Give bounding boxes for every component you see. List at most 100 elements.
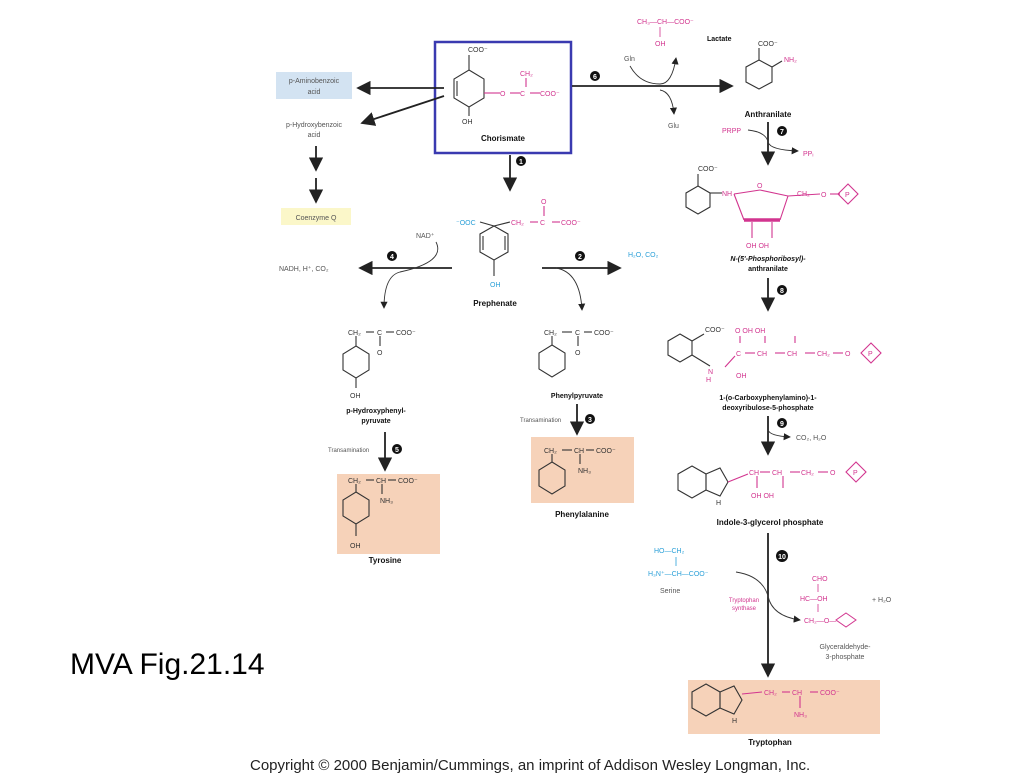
svg-text:OH: OH	[350, 393, 361, 400]
svg-text:O: O	[377, 350, 383, 357]
phenylalanine-label: Phenylalanine	[555, 510, 609, 519]
svg-text:COO⁻: COO⁻	[540, 91, 560, 98]
svg-text:O: O	[830, 470, 836, 477]
pr-anthranilate-label-2: anthranilate	[748, 266, 788, 273]
svg-text:CH₃—CH—COO⁻: CH₃—CH—COO⁻	[637, 19, 694, 26]
svg-text:O: O	[757, 183, 763, 190]
svg-text:CH₂: CH₂	[544, 330, 557, 337]
svg-text:O: O	[500, 91, 506, 98]
svg-text:H₃N⁺—CH—COO⁻: H₃N⁺—CH—COO⁻	[648, 570, 709, 578]
svg-text:6: 6	[593, 74, 597, 81]
svg-text:⁻OOC: ⁻OOC	[456, 220, 476, 227]
svg-text:7: 7	[780, 129, 784, 136]
transamination-label-3: Transamination	[520, 418, 561, 424]
prephenate-label: Prephenate	[473, 299, 517, 308]
svg-text:CHO: CHO	[812, 576, 828, 583]
gln-label: Gln	[624, 56, 635, 63]
coenzyme-q-box	[281, 208, 351, 225]
svg-text:9: 9	[780, 421, 784, 428]
svg-text:C: C	[377, 330, 382, 337]
chorismate-structure	[453, 55, 540, 116]
step-badge-7: 7	[777, 126, 787, 136]
g3p-label-2: 3-phosphate	[826, 654, 865, 661]
tryptophan-structure	[691, 683, 818, 717]
svg-text:CH₂: CH₂	[801, 470, 814, 477]
svg-text:COO⁻: COO⁻	[468, 47, 488, 54]
svg-text:CH: CH	[574, 448, 584, 455]
serine-structure: HO—CH₂ H₃N⁺—CH—COO⁻	[648, 548, 709, 578]
paba-box	[276, 72, 352, 99]
h2o-co2-label: H₂O, CO₂	[628, 252, 659, 259]
phba-label-2: acid	[308, 132, 321, 139]
svg-text:4: 4	[390, 254, 394, 261]
svg-text:5: 5	[395, 447, 399, 454]
svg-text:CH₂: CH₂	[348, 330, 361, 337]
phenylpyruvate-label: Phenylpyruvate	[551, 393, 603, 400]
svg-text:OH: OH	[490, 282, 501, 289]
svg-text:NH₃: NH₃	[794, 712, 807, 719]
tryptophan-synthase-label-2: synthase	[732, 606, 757, 612]
prpp-curve	[747, 129, 799, 155]
step-badge-5: 5	[392, 444, 402, 454]
svg-text:P: P	[845, 192, 850, 199]
svg-text:CH₂—O—: CH₂—O—	[804, 618, 836, 625]
svg-text:10: 10	[778, 554, 786, 561]
tryptophan-box	[688, 680, 880, 734]
co2-curve	[767, 429, 791, 441]
nadh-co2-label: NADH, H⁺, CO₂	[279, 265, 329, 273]
copyright-notice: Copyright © 2000 Benjamin/Cummings, an i…	[250, 757, 811, 774]
p-hydroxyphenylpyruvate-label-2: pyruvate	[361, 418, 390, 425]
svg-text:OH: OH	[350, 543, 361, 550]
svg-text:H: H	[706, 377, 711, 384]
svg-text:P: P	[868, 351, 873, 358]
pr-anthranilate-structure	[685, 174, 859, 238]
chorismate-label: Chorismate	[481, 134, 526, 143]
glu-curve	[659, 89, 678, 115]
svg-text:CH: CH	[757, 351, 767, 358]
svg-text:OH OH: OH OH	[746, 243, 769, 250]
coenzyme-q-label: Coenzyme Q	[296, 215, 337, 222]
svg-text:CH₂: CH₂	[797, 191, 810, 198]
cdrp-label-2: deoxyribulose-5-phosphate	[722, 405, 814, 412]
svg-text:COO⁻: COO⁻	[396, 330, 416, 337]
step-badge-6: 6	[590, 71, 600, 81]
cdrp-structure	[667, 333, 882, 368]
svg-text:O: O	[845, 351, 851, 358]
lactate-label: Lactate	[707, 36, 732, 43]
arrow-to-phba	[360, 95, 445, 126]
step-badge-8: 8	[777, 285, 787, 295]
svg-text:COO⁻: COO⁻	[698, 166, 718, 173]
paba-label-1: p-Aminobenzoic	[289, 78, 340, 85]
svg-text:CH₂: CH₂	[511, 220, 524, 227]
phenylalanine-structure	[538, 449, 594, 495]
svg-text:OH: OH	[462, 119, 473, 126]
tyrosine-structure	[342, 479, 396, 536]
svg-text:C: C	[736, 351, 741, 358]
step-badge-3: 3	[585, 414, 595, 424]
svg-text:CH: CH	[787, 351, 797, 358]
svg-text:COO⁻: COO⁻	[594, 330, 614, 337]
pr-anthranilate-label-1: N-(5'-Phosphoribosyl)-	[730, 256, 806, 263]
svg-text:O OH OH: O OH OH	[735, 328, 765, 335]
svg-text:CH: CH	[792, 690, 802, 697]
svg-text:COO⁻: COO⁻	[596, 448, 616, 455]
svg-text:O: O	[821, 192, 827, 199]
step-badge-4: 4	[387, 251, 397, 261]
phenylpyruvate-structure	[538, 331, 592, 378]
svg-text:NH₂: NH₂	[784, 57, 797, 64]
step-badge-10: 10	[776, 550, 788, 562]
svg-text:OH OH: OH OH	[751, 493, 774, 500]
svg-text:CH: CH	[749, 470, 759, 477]
svg-text:CH₂: CH₂	[348, 478, 361, 485]
p-hydroxyphenylpyruvate-label-1: p-Hydroxyphenyl-	[346, 408, 406, 415]
svg-text:H: H	[716, 500, 721, 507]
svg-text:COO⁻: COO⁻	[561, 220, 581, 227]
step2-curve	[555, 267, 586, 311]
prpp-label: PRPP	[722, 128, 741, 135]
figure-caption: MVA Fig.21.14	[70, 648, 265, 681]
svg-text:8: 8	[780, 288, 784, 295]
step-badge-9: 9	[777, 418, 787, 428]
svg-text:C: C	[520, 91, 525, 98]
svg-text:CH₂: CH₂	[817, 351, 830, 358]
